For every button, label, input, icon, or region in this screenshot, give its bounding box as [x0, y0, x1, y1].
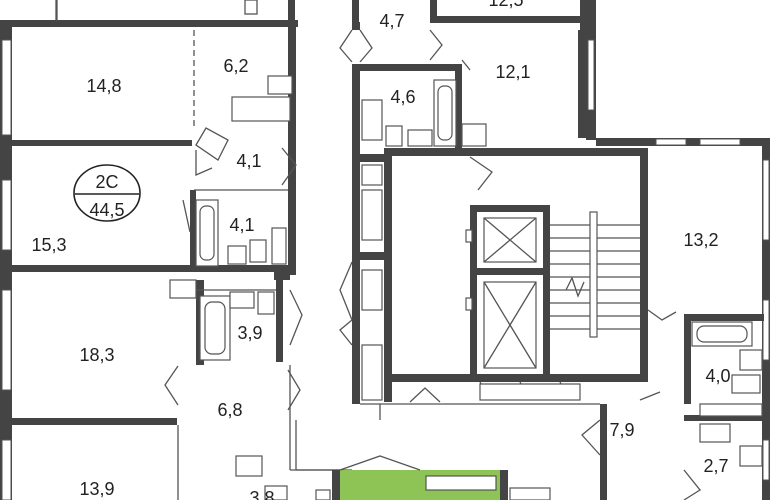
room-area-7-9: 7,9: [609, 420, 634, 440]
room-area-4-6: 4,6: [390, 87, 415, 107]
room-area-4-7: 4,7: [379, 11, 404, 31]
room-area-3-9: 3,9: [237, 323, 262, 343]
apartment-total-area: 44,5: [89, 200, 124, 220]
room-area-18-3: 18,3: [79, 345, 114, 365]
room-labels: 4,7 12,5 14,8 6,2 12,1 4,6 4,1 4,1 15,3 …: [31, 0, 730, 500]
room-area-4-0: 4,0: [705, 366, 730, 386]
room-area-6-8: 6,8: [217, 400, 242, 420]
room-area-13-2: 13,2: [683, 230, 718, 250]
left-unit-doors: [164, 127, 303, 411]
room-area-14-8: 14,8: [86, 76, 121, 96]
room-area-13-9: 13,9: [79, 479, 114, 499]
corridor-details: [339, 29, 441, 420]
room-area-15-3: 15,3: [31, 235, 66, 255]
highlighted-apartment: [315, 455, 551, 500]
room-area-12-top: 12,5: [488, 0, 523, 10]
left-unit-walls: [12, 25, 340, 500]
room-area-6-2: 6,2: [223, 56, 248, 76]
apartment-type-code: 2С: [95, 172, 118, 192]
right-exterior-wall: [586, 0, 770, 500]
stair-flight: [550, 211, 640, 338]
corridor-walls: [295, 22, 600, 471]
stair-core: [384, 148, 648, 401]
top-walls: [12, 0, 588, 71]
left-unit-fixtures: [169, 75, 293, 500]
room-area-4-1-hall: 4,1: [236, 151, 261, 171]
apartment-type-badge: 2С 44,5: [73, 164, 141, 222]
right-unit: [581, 309, 764, 500]
room-area-4-1-bath: 4,1: [229, 215, 254, 235]
left-exterior-wall: [0, 20, 12, 500]
room-area-3-8: 3,8: [249, 488, 274, 500]
room-area-12-1: 12,1: [495, 62, 530, 82]
room-area-2-7: 2,7: [703, 456, 728, 476]
